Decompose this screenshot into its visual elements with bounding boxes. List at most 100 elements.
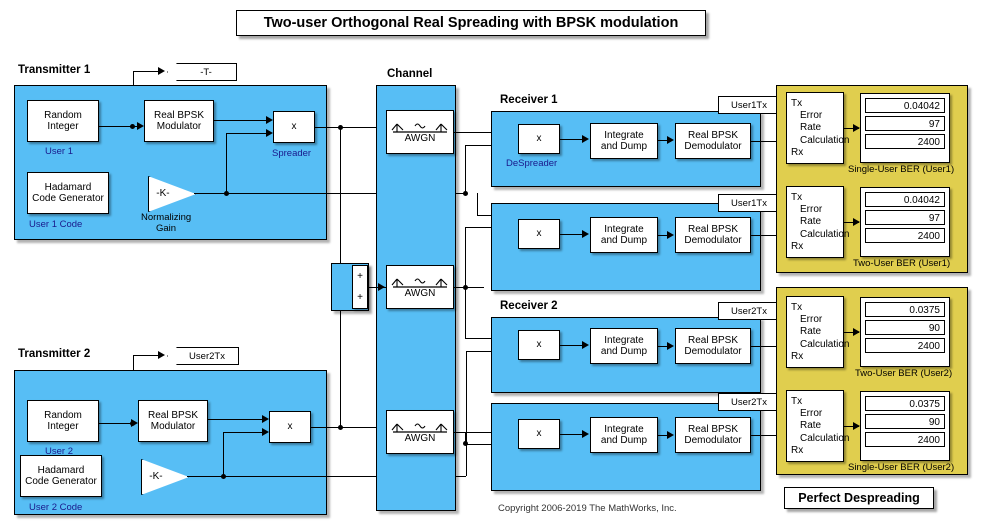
rx1-despreader-symbol: x bbox=[536, 133, 542, 145]
sum-plus-bottom: + bbox=[357, 292, 363, 303]
code1-to-rx1-h bbox=[465, 145, 516, 146]
erc1-line2: Error Rate bbox=[800, 110, 823, 134]
rx2b-demod-line1: Real BPSK bbox=[687, 423, 738, 435]
rx2-integrate-line1: Integrate bbox=[604, 334, 644, 346]
awgn2-to-rx2-h bbox=[465, 338, 516, 339]
from-tag-User2Tx-a-label: User2Tx bbox=[731, 305, 767, 317]
display-4-bits: 2400 bbox=[865, 432, 945, 447]
copyright-text: Copyright 2006-2019 The MathWorks, Inc. bbox=[498, 503, 677, 514]
rx1b-wire-int-to-demod bbox=[658, 235, 671, 236]
rx2-arrow-into-integrate bbox=[582, 341, 589, 349]
awgn1-out-wire bbox=[454, 132, 516, 133]
rx2-despreader-block[interactable]: x bbox=[518, 330, 560, 360]
rx1b-demod-line2: Demodulator bbox=[684, 235, 742, 246]
perfect-despreading-banner: Perfect Despreading bbox=[784, 487, 934, 509]
tx1-spreader-out-wire bbox=[315, 127, 385, 128]
from-tag-User1Tx-a[interactable]: User1Tx bbox=[718, 96, 788, 114]
rx1b-despreader-block[interactable]: x bbox=[518, 219, 560, 249]
erc1-rx-port: Rx bbox=[791, 146, 804, 158]
display-3-errors: 90 bbox=[865, 320, 945, 335]
tx1-spreader-symbol: x bbox=[291, 121, 297, 133]
rx1b-arrow-into-demod bbox=[667, 231, 674, 239]
tx2-arrow-into-spreader-bottom bbox=[262, 428, 269, 436]
display-block-1[interactable]: 0.04042 97 2400 bbox=[860, 93, 950, 163]
display-4-errors: 90 bbox=[865, 414, 945, 429]
rx1b-demod-line1: Real BPSK bbox=[687, 223, 738, 235]
erc4-line2: Error Rate bbox=[800, 408, 823, 432]
channel-sum-block[interactable]: + + bbox=[352, 265, 368, 309]
rx1b-despreader-symbol: x bbox=[536, 228, 542, 240]
rx2-wire-desp-to-int bbox=[560, 345, 586, 346]
rx1-despreader-block[interactable]: x bbox=[518, 124, 560, 154]
tx1-random-integer-caption: User 1 bbox=[45, 146, 73, 157]
rx1-demod-line2: Demodulator bbox=[684, 141, 742, 152]
rx2b-wire-desp-to-int bbox=[560, 434, 586, 435]
tx2-spreader-out-junction bbox=[338, 425, 343, 430]
rx2-demod-line1: Real BPSK bbox=[687, 334, 738, 346]
tx1-code-right-junction bbox=[463, 191, 468, 196]
goto-tag-User2Tx[interactable]: User2Tx bbox=[167, 347, 239, 365]
tx1-random-integer-line1: Random bbox=[44, 109, 82, 121]
goto-tag-User2Tx-label: User2Tx bbox=[189, 350, 225, 362]
tx2-arrow-into-spreader-top bbox=[262, 415, 269, 423]
rx1-despreader-caption: DeSpreader bbox=[506, 158, 558, 169]
goto-tag-T[interactable]: -T- bbox=[167, 63, 237, 81]
tx2-spreader-block[interactable]: x bbox=[269, 411, 311, 443]
tx2-spreader-out-wire bbox=[311, 427, 385, 428]
tx2-modulator-line2: Modulator bbox=[150, 421, 196, 432]
tx1-gain-label: -K- bbox=[156, 187, 170, 199]
erc4-line3: Calculation bbox=[800, 432, 850, 444]
awgn-antenna-icon-3 bbox=[391, 423, 448, 433]
tx1-wire-gain-to-spreader bbox=[226, 133, 268, 134]
tx2-goto-arrow-icon bbox=[158, 351, 165, 359]
tx1-spreader-caption: Spreader bbox=[272, 148, 312, 159]
display-block-2[interactable]: 0.04042 97 2400 bbox=[860, 187, 950, 257]
tx2-gain-block[interactable]: -K- bbox=[141, 459, 189, 495]
code2-to-rx2-v bbox=[466, 351, 467, 476]
awgn-block-3[interactable]: AWGN bbox=[386, 410, 454, 454]
display-block-3[interactable]: 0.0375 90 2400 bbox=[860, 297, 950, 367]
tx1-code-gen-caption: User 1 Code bbox=[29, 219, 83, 230]
tx1-arrow-into-spreader-bottom bbox=[266, 129, 273, 137]
tx1-junction-rint bbox=[130, 124, 135, 129]
erc4-tx-port: Tx bbox=[791, 396, 803, 407]
from-tag-User2Tx-b[interactable]: User2Tx bbox=[718, 393, 788, 411]
tx1-gain-triangle-icon bbox=[148, 176, 196, 212]
awgn-block-2[interactable]: AWGN bbox=[386, 265, 454, 309]
display-block-4[interactable]: 0.0375 90 2400 bbox=[860, 391, 950, 461]
rx1-demod-line1: Real BPSK bbox=[687, 129, 738, 141]
awgn-block-1[interactable]: AWGN bbox=[386, 110, 454, 154]
rx1-demod-out-wire bbox=[751, 141, 784, 142]
awgn-label-3: AWGN bbox=[404, 432, 436, 444]
tx1-spreader-block[interactable]: x bbox=[273, 111, 315, 143]
display-3-caption: Two-User BER (User2) bbox=[855, 368, 953, 379]
rx1b-demod-out-wire bbox=[751, 235, 784, 236]
rx2b-despreader-block[interactable]: x bbox=[518, 419, 560, 449]
tx2-wire-mod-to-spreader bbox=[208, 419, 264, 420]
display-1-ber: 0.04042 bbox=[865, 98, 945, 113]
tx1-arrow-into-mod bbox=[137, 122, 144, 130]
rx1b-integrate-line1: Integrate bbox=[604, 223, 644, 235]
display-2-bits: 2400 bbox=[865, 228, 945, 243]
tx1-normalizing-gain-block[interactable]: -K- bbox=[148, 176, 196, 212]
awgn2-up-to-rx1b bbox=[465, 227, 466, 287]
tx2-gain-label: -K- bbox=[149, 470, 163, 482]
